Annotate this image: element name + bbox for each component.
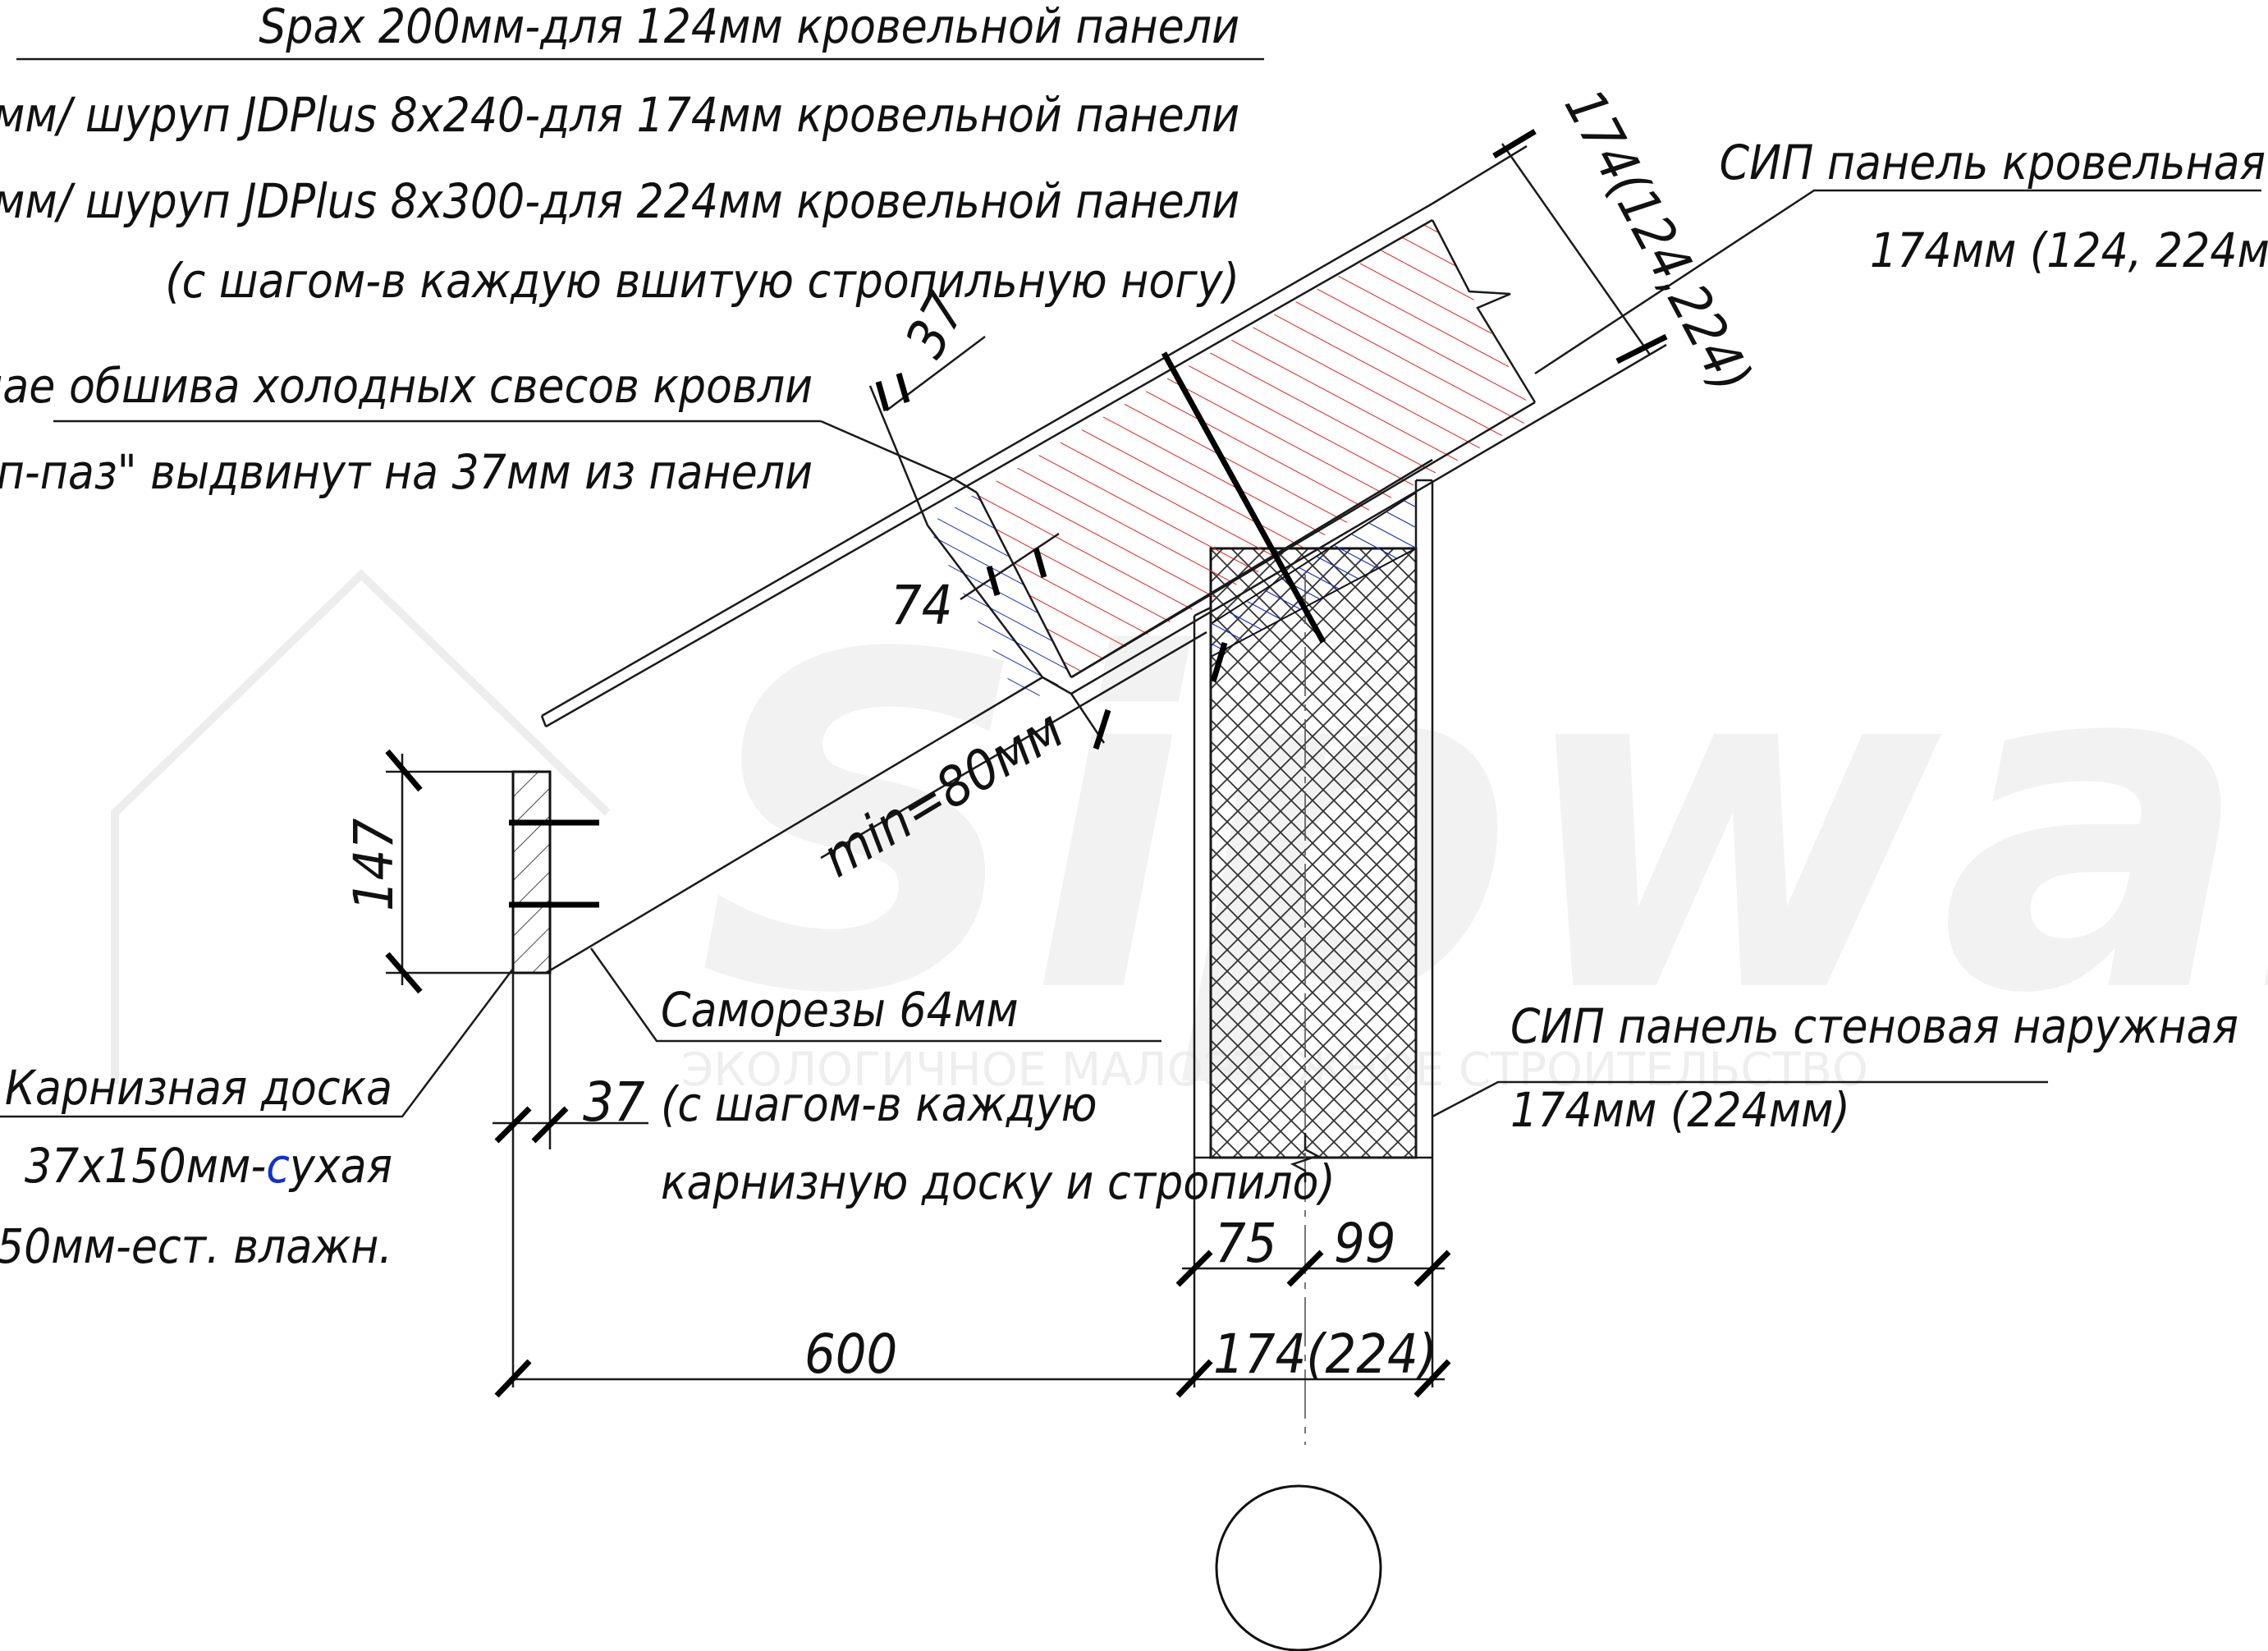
note-fastener-3: Spax 300мм/ шуруп JDPlus 8х300-для 224мм… xyxy=(0,173,1239,229)
roof-insulation-red xyxy=(977,220,1535,677)
spline-left-edge xyxy=(927,525,1043,678)
leader-overhang xyxy=(820,420,957,482)
axis-marker-circle xyxy=(1215,1484,1382,1651)
dim-spline-tick-2 xyxy=(1033,548,1047,578)
leader-fascia xyxy=(0,968,514,1118)
dim-roof-thickness-ext-top xyxy=(1432,144,1528,205)
wall-break-mark xyxy=(1290,1133,1321,1182)
dim-overhang: 600 xyxy=(804,1323,897,1386)
roof-eave-end xyxy=(540,715,548,727)
dim-tongue-ext xyxy=(868,385,929,526)
dim-fascia-thickness: 37 xyxy=(583,1071,645,1134)
watermark: Sipwall ЭКОЛОГИЧНОЕ МАЛОЭТАЖНОЕ СТРОИТЕЛ… xyxy=(111,559,2268,1097)
dim-tongue-tick-2 xyxy=(896,373,910,403)
dim-roof-thickness-tick-top xyxy=(1492,128,1537,159)
note-fascia-2b: с xyxy=(266,1138,290,1194)
roof-inner-osb-outer xyxy=(1070,413,1548,695)
fascia-board xyxy=(509,770,599,975)
dim-fascia-thk-tick-1 xyxy=(494,1106,532,1144)
dimension-lines xyxy=(385,128,1668,1398)
roof-blue-lower xyxy=(1211,493,1416,657)
leader-roof-panel xyxy=(1534,189,2261,375)
note-wall-panel-1: СИП панель стеновая наружная xyxy=(1510,998,2238,1054)
dim-wall-tick-3 xyxy=(1413,1250,1451,1287)
dim-bearing-line xyxy=(820,631,1207,860)
dim-wall-thickness: 174(224) xyxy=(1213,1323,1437,1386)
dim-roof-thickness-ext-bot xyxy=(1546,343,1667,416)
dim-roof-thickness: 174(124,224) xyxy=(1552,79,1764,402)
leader-lines xyxy=(0,57,2261,1118)
dim-overall-tick-3 xyxy=(1413,1359,1451,1398)
dim-fascia-height-tick-bot xyxy=(385,952,423,994)
note-screws-1: Саморезы 64мм xyxy=(661,982,1019,1038)
note-wall-panel-2: 174мм (224мм) xyxy=(1510,1082,1850,1138)
dim-tongue-tick-1 xyxy=(875,381,890,411)
dim-spline-tick-1 xyxy=(986,566,1001,596)
dim-wall-left: 75 xyxy=(1215,1212,1277,1275)
dim-fascia-height-tick-top xyxy=(385,749,423,792)
fascia-board-body xyxy=(511,770,552,975)
roof-sip-panel xyxy=(540,202,1548,975)
leader-screws xyxy=(589,947,1161,1043)
note-fastener-2: Spax 240мм/ шуруп JDPlus 8х240-для 174мм… xyxy=(0,87,1239,143)
spline-top-step xyxy=(955,479,978,494)
spline-right-edge xyxy=(975,492,1073,678)
note-fascia-2a: 37х150мм- xyxy=(25,1138,266,1194)
dim-spline: 74 xyxy=(891,574,953,637)
note-fastener-4: (с шагом-в каждую вшитую стропильную ног… xyxy=(165,253,1239,309)
note-fascia-2: 37х150мм-сухая xyxy=(25,1138,392,1194)
dim-wall-tick-1 xyxy=(1175,1250,1213,1287)
note-overhang-1: В случае обшива холодных свесов кровли xyxy=(0,358,813,414)
note-overhang-2: "шип-паз" выдвинут на 37мм из панели xyxy=(0,444,813,500)
rafter-end-step xyxy=(1042,676,1072,695)
watermark-brand: Sipwall xyxy=(698,559,2268,1094)
dim-overall-tick-1 xyxy=(494,1359,532,1398)
dim-fascia-thk-tick-2 xyxy=(531,1106,569,1144)
roof-break-mark xyxy=(1431,219,1537,403)
note-fastener-1: Spax 200мм-для 124мм кровельной панели xyxy=(259,0,1239,54)
note-roof-panel-2: 174мм (124, 224мм) xyxy=(1870,222,2268,278)
note-screws-2: (с шагом-в каждую xyxy=(661,1076,1097,1132)
roof-top-osb-line xyxy=(545,218,1433,728)
roof-spline-blue xyxy=(928,493,1071,706)
watermark-house-outline xyxy=(111,569,611,1084)
rafter-underside xyxy=(545,676,1043,975)
annotations: Spax 200мм-для 124мм кровельной панели S… xyxy=(0,0,2268,1274)
dim-bearing-tick-1 xyxy=(1093,709,1111,750)
dim-wall-tick-2 xyxy=(1286,1250,1324,1287)
roof-lower-edge xyxy=(1070,458,1433,679)
wall-top-left xyxy=(1194,606,1212,617)
dim-spline-line xyxy=(960,532,1060,601)
note-fascia-3: 25х150мм-ест. влажн. xyxy=(0,1218,392,1274)
dim-wall-right: 99 xyxy=(1334,1212,1396,1275)
roof-top-surface xyxy=(541,202,1433,718)
note-fascia-1: Карнизная доска xyxy=(5,1060,392,1116)
roof-panel-screw xyxy=(1161,351,1326,644)
dim-fascia-height: 147 xyxy=(342,818,405,911)
leader-wall-panel xyxy=(1432,1080,2048,1118)
dim-roof-thickness-tick-bot xyxy=(1615,333,1668,365)
note-screws-3: карнизную доску и стропило) xyxy=(661,1154,1336,1210)
note-fascia-2c: ухая xyxy=(288,1138,392,1194)
note-roof-panel-1: СИП панель кровельная xyxy=(1720,135,2266,190)
dim-bearing-tick-2 xyxy=(1210,642,1228,682)
dim-roof-thickness-line xyxy=(1501,143,1652,355)
dim-overall-tick-2 xyxy=(1175,1359,1213,1398)
